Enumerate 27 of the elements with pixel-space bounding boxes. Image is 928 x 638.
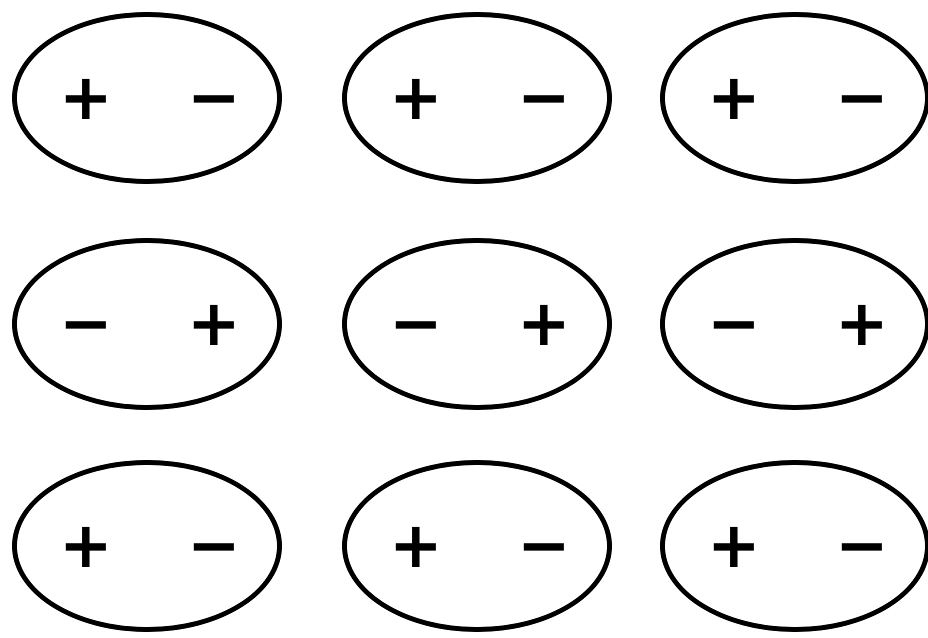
charge-sign: −	[187, 514, 237, 578]
charge-sign: +	[707, 514, 757, 578]
charge-sign: +	[389, 66, 439, 130]
charge-sign: −	[187, 66, 237, 130]
charge-sign: +	[835, 292, 885, 356]
charge-sign: −	[517, 514, 567, 578]
charge-sign: +	[707, 66, 757, 130]
ellipse	[660, 460, 928, 632]
charge-sign: +	[59, 66, 109, 130]
charge-sign: −	[835, 514, 885, 578]
charge-sign: −	[707, 292, 757, 356]
charge-sign: +	[59, 514, 109, 578]
charge-sign: −	[59, 292, 109, 356]
ellipse	[342, 238, 612, 410]
charge-sign: +	[389, 514, 439, 578]
charge-sign: −	[389, 292, 439, 356]
ellipse	[12, 460, 282, 632]
charge-sign: −	[835, 66, 885, 130]
ellipse	[342, 460, 612, 632]
charge-sign: +	[187, 292, 237, 356]
ellipse	[660, 12, 928, 184]
charge-sign: +	[517, 292, 567, 356]
charge-sign: −	[517, 66, 567, 130]
ellipse	[12, 12, 282, 184]
ellipse	[660, 238, 928, 410]
ellipse	[342, 12, 612, 184]
ellipse	[12, 238, 282, 410]
